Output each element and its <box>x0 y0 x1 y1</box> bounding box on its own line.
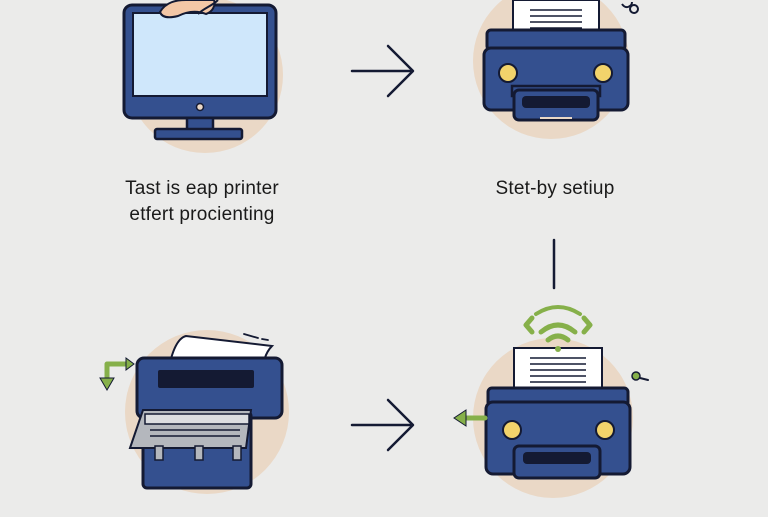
computer-monitor-icon <box>122 0 283 153</box>
green-arrow-icon <box>453 409 488 427</box>
step-two-caption-text: Stet-by setiup <box>495 178 615 199</box>
open-printer-icon <box>125 330 289 494</box>
cable-icon <box>621 1 639 14</box>
green-arrow-icon <box>99 357 135 391</box>
arrow-right-icon <box>350 44 415 98</box>
wifi-signal-icon <box>523 305 593 352</box>
wireless-printer-icon <box>473 338 633 498</box>
step-two-caption: Stet-by setiup <box>455 176 655 202</box>
step-one-caption-line-2: etfert procienting <box>129 204 275 225</box>
step-one-caption-line-1: Tast is eap printer <box>125 178 279 199</box>
cable-icon <box>631 371 649 381</box>
printer-icon <box>473 0 630 139</box>
hand-icon <box>158 0 219 19</box>
step-one-caption: Tast is eap printer etfert procienting <box>92 176 312 228</box>
arrow-right-icon <box>350 398 415 452</box>
